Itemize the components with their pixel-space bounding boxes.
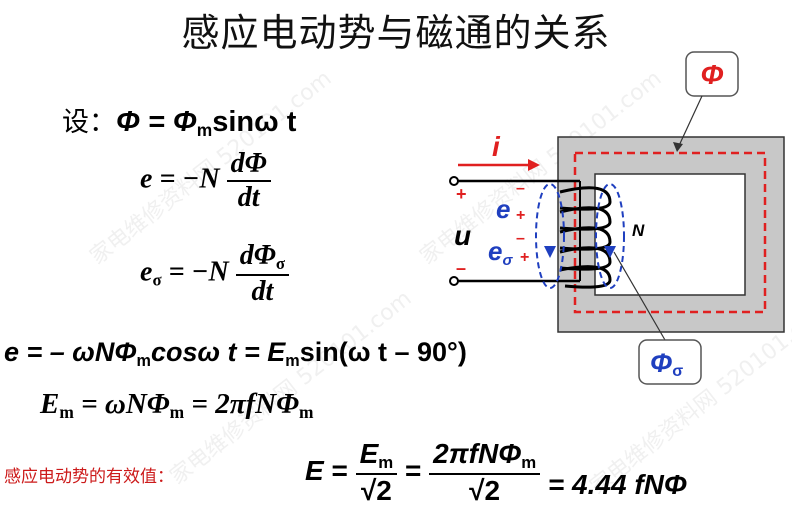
leakage-flux-right — [595, 183, 625, 289]
line3-sub1: m — [136, 351, 151, 370]
rms-num1-sub: m — [378, 453, 394, 473]
let-phim: Φ — [172, 106, 197, 138]
let-rest: sinω t — [212, 106, 297, 138]
rms-num2: 2πfNΦm — [429, 438, 541, 476]
phi-sigma-label-main: Φ — [650, 348, 672, 378]
es-lhs: e — [140, 256, 153, 288]
leakage-flux-left — [535, 183, 565, 289]
rms-num2-text: 2πfNΦ — [433, 438, 522, 469]
rms-den2: √2 — [469, 475, 501, 507]
em-sub1: m — [59, 402, 74, 423]
let-phi: Φ — [116, 106, 140, 138]
es-numerator: dΦσ — [235, 240, 289, 277]
let-eq: = — [139, 106, 173, 138]
es-num-sub: σ — [275, 254, 285, 274]
line3-a: e = – ωNΦ — [4, 337, 137, 367]
rms-e: E — [305, 454, 324, 486]
e-sigma-label-main: e — [488, 236, 502, 266]
es-mid: = −N — [161, 256, 236, 288]
es-num-text: dΦ — [239, 240, 276, 271]
u-plus-sign: + — [456, 184, 467, 204]
e-sigma-label-sub: σ — [502, 252, 513, 269]
coil-turn — [559, 246, 612, 271]
e-label: e — [496, 194, 510, 224]
formula-rms: E = Em√2 = 2πfNΦm√2 = 4.44 fNΦ — [305, 438, 687, 518]
formula-em: Em = ωNΦm = 2πfNΦm — [40, 388, 314, 423]
rms-label: 感应电动势的有效值： — [4, 467, 174, 487]
phi-pointer-line — [676, 95, 703, 151]
leakage-arrow — [544, 246, 556, 258]
current-label: i — [492, 131, 501, 162]
em-rest2: = 2πfNΦ — [184, 388, 300, 420]
leakage-arrow — [604, 246, 616, 258]
em-lhs: E — [40, 388, 60, 420]
e-minus-sign: – — [516, 180, 525, 197]
e-plus-sign: + — [516, 207, 525, 224]
rms-fraction-1: Em√2 — [355, 438, 398, 507]
e-lhs: e — [140, 163, 153, 195]
em-sub3: m — [299, 402, 314, 423]
transformer-diagram: Φ i + – u – e + – eσ + N Φσ — [449, 51, 785, 385]
es-sub: σ — [152, 270, 162, 290]
current-arrow-head — [528, 159, 540, 171]
line3-b: cosω t = E — [150, 337, 286, 367]
phi-sigma-label-sub: σ — [672, 363, 683, 380]
rms-den1: √2 — [360, 475, 392, 507]
voltage-label: u — [454, 220, 471, 251]
phi-sigma-label-box — [638, 339, 702, 385]
u-minus-sign: – — [456, 258, 466, 278]
line3-c: sin(ω t – 90°) — [299, 337, 467, 367]
rms-num1-text: E — [359, 438, 379, 469]
rms-num2-sub: m — [521, 453, 537, 473]
top-terminal — [449, 176, 459, 186]
phi-label-box — [685, 51, 739, 97]
rms-num1: Em — [355, 438, 398, 476]
es-minus-sign: – — [516, 230, 525, 247]
e-denominator: dt — [237, 182, 260, 213]
e-numerator: dΦ — [226, 148, 271, 182]
coil-winding — [559, 186, 612, 289]
phi-pointer-arrow — [673, 142, 683, 152]
turns-label: N — [632, 221, 645, 240]
rms-fraction-2: 2πfNΦm√2 — [429, 438, 541, 507]
rms-eq1: = — [323, 454, 356, 486]
em-sub2: m — [169, 402, 185, 423]
phi-label: Φ — [700, 59, 723, 90]
rms-eq2: = — [397, 454, 430, 486]
bottom-terminal — [449, 276, 459, 286]
let-prefix: 设： — [62, 107, 116, 138]
phi-sigma-pointer-line — [613, 251, 666, 341]
rms-tail: = 4.44 fNΦ — [540, 468, 687, 500]
page-title: 感应电动势与磁通的关系 — [181, 11, 611, 55]
let-sub-m: m — [196, 120, 213, 141]
line3-sub2: m — [285, 351, 300, 370]
formula-e-cos: e = – ωNΦmcosω t = Emsin(ω t – 90°) — [4, 337, 467, 371]
es-denominator: dt — [251, 276, 274, 308]
iron-core — [557, 136, 785, 333]
coil-turn — [559, 265, 612, 289]
em-rest: = ωNΦ — [73, 388, 170, 420]
e-mid: = −N — [152, 163, 227, 195]
phi-sigma-label: Φσ — [650, 348, 683, 380]
main-flux-path — [573, 151, 767, 314]
e-sigma-label: eσ — [488, 236, 513, 269]
es-plus-sign: + — [520, 249, 529, 266]
formula-let: 设：Φ = Φmsinω t — [62, 100, 296, 141]
